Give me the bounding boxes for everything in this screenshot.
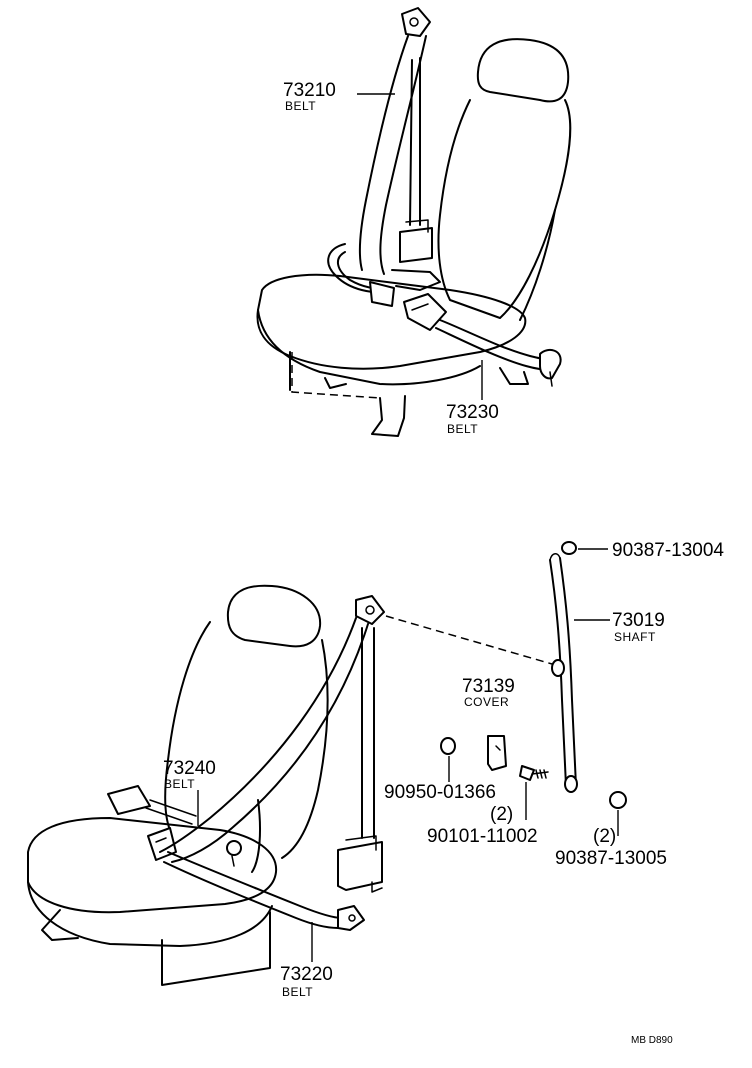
diagram-reference-code: MB D890 — [631, 1035, 673, 1046]
part-number-73220: 73220 — [280, 964, 333, 985]
qty-90950-01366: (2) — [490, 804, 513, 825]
part-number-73210: 73210 — [283, 80, 336, 101]
callout-73240: 73240 BELT — [163, 758, 216, 791]
nut-90387-13004-illustration — [561, 541, 577, 555]
lower-belt-73220-illustration — [159, 595, 385, 931]
part-name-73019: SHAFT — [614, 630, 656, 644]
part-number-90950-01366: 90950-01366 — [384, 782, 496, 803]
callout-73230: 73230 BELT — [446, 402, 499, 436]
part-name-73139: COVER — [464, 695, 509, 709]
callout-73220: 73220 BELT — [280, 964, 333, 999]
callout-73139: 73139 COVER — [462, 676, 515, 709]
bolt-90101-11002-illustration — [519, 765, 549, 781]
part-name-73230: BELT — [447, 422, 478, 436]
qty-90101-11002: (2) — [593, 826, 616, 847]
part-name-73220: BELT — [282, 985, 313, 999]
shaft-73019-illustration — [549, 553, 578, 793]
nut-90387-13005-illustration — [609, 791, 627, 809]
callout-90101-11002: 90101-11002 (2) — [427, 826, 616, 847]
upper-belt-73230-illustration — [403, 293, 562, 387]
part-number-73139: 73139 — [462, 676, 515, 697]
part-name-73210: BELT — [285, 99, 316, 113]
part-name-73240: BELT — [164, 777, 195, 791]
assembly-dashed-line — [385, 615, 553, 665]
callout-73210: 73210 BELT — [283, 80, 336, 113]
cover-73139-illustration — [487, 735, 507, 771]
part-number-90387-13004: 90387-13004 — [612, 540, 724, 561]
part-number-73240: 73240 — [163, 758, 216, 779]
callout-90950-01366: 90950-01366 (2) — [384, 782, 513, 825]
part-number-73019: 73019 — [612, 610, 665, 631]
part-90950-01366-illustration — [440, 737, 456, 755]
part-number-90387-13005: 90387-13005 — [555, 848, 667, 869]
part-number-73230: 73230 — [446, 402, 499, 423]
upper-belt-73210-illustration — [327, 7, 441, 307]
callout-73019: 73019 SHAFT — [612, 610, 665, 644]
lower-seat-illustration — [27, 584, 329, 986]
part-number-90101-11002: 90101-11002 — [427, 826, 538, 847]
upper-seat-illustration — [256, 38, 572, 437]
